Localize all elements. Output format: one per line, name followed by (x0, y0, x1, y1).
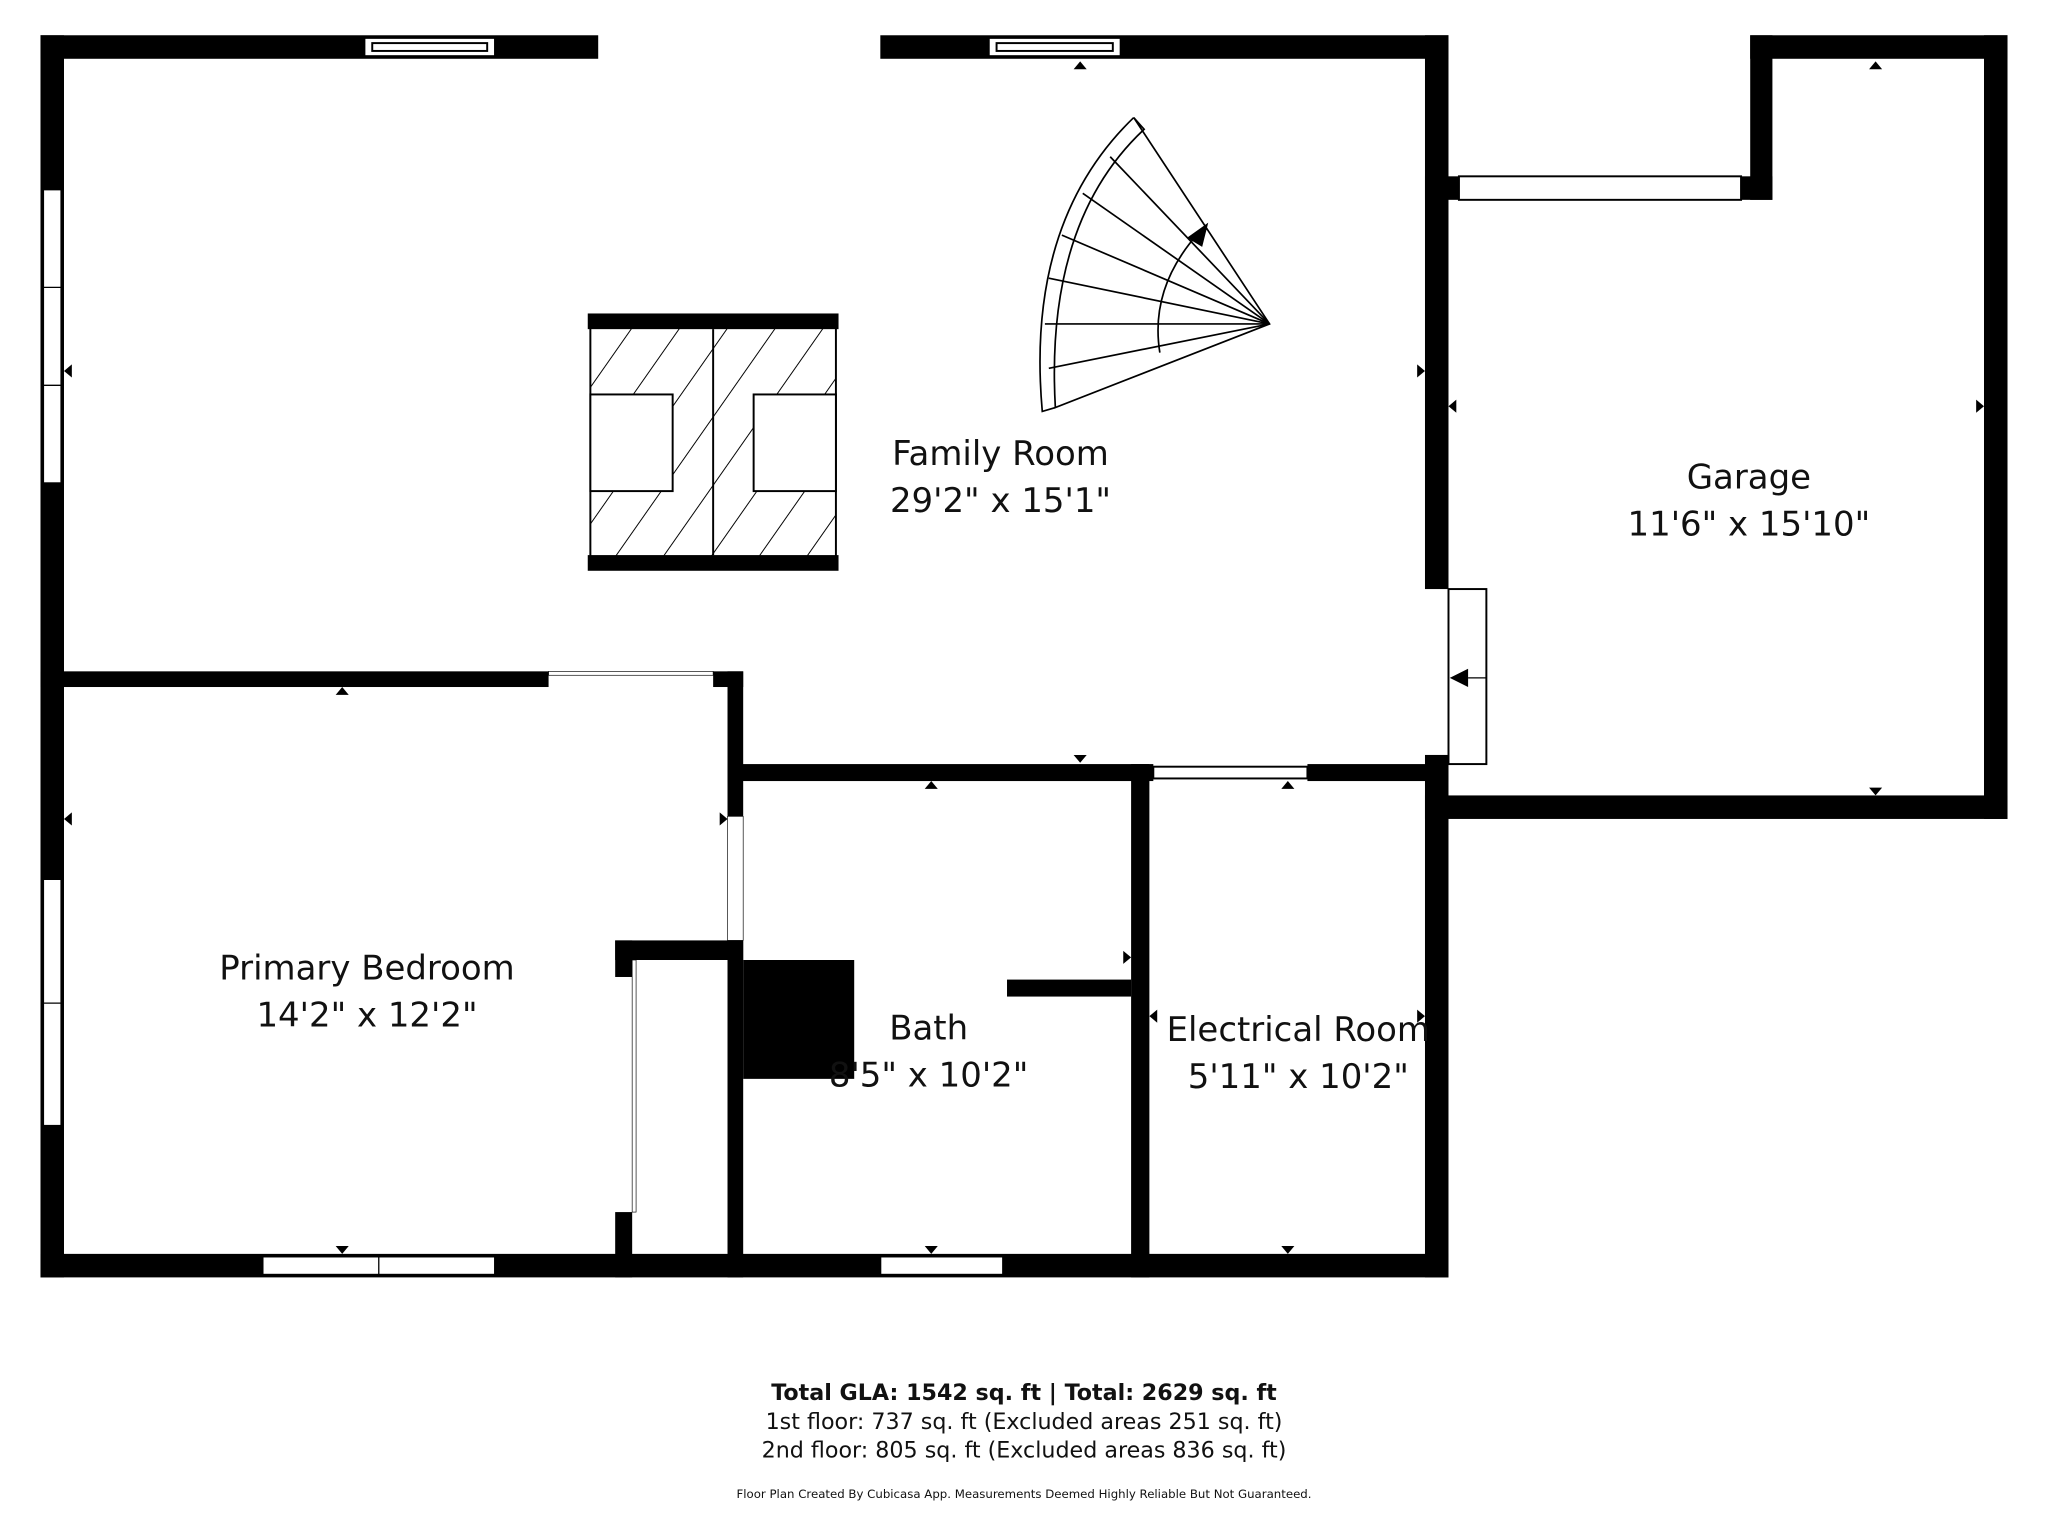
first-floor-area: 1st floor: 737 sq. ft (Excluded areas 25… (766, 1409, 1283, 1435)
room-name-garage: Garage (1687, 457, 1811, 497)
room-size-electrical-room: 5'11" x 10'2" (1188, 1057, 1409, 1097)
fireplace (587, 313, 839, 571)
spiral-staircase (1039, 116, 1271, 413)
dimension-markers (64, 61, 1984, 1254)
room-size-family-room: 29'2" x 15'1" (890, 481, 1111, 521)
room-name-electrical-room: Electrical Room (1167, 1010, 1430, 1050)
second-floor-area: 2nd floor: 805 sq. ft (Excluded areas 83… (762, 1438, 1287, 1464)
room-name-family-room: Family Room (892, 434, 1109, 474)
garage-door (1447, 588, 1488, 766)
room-size-garage: 11'6" x 15'10" (1628, 505, 1871, 545)
credit-note: Floor Plan Created By Cubicasa App. Meas… (737, 1487, 1312, 1501)
area-summary: Total GLA: 1542 sq. ft | Total: 2629 sq.… (737, 1380, 1312, 1501)
room-size-bath: 8'5" x 10'2" (829, 1056, 1029, 1096)
windows (42, 36, 1743, 1276)
room-name-bath: Bath (889, 1009, 968, 1049)
room-name-primary-bedroom: Primary Bedroom (219, 949, 514, 989)
room-labels: Family Room 29'2" x 15'1" Garage 11'6" x… (219, 434, 1870, 1097)
room-size-primary-bedroom: 14'2" x 12'2" (256, 996, 477, 1036)
total-area: Total GLA: 1542 sq. ft | Total: 2629 sq.… (771, 1380, 1277, 1406)
